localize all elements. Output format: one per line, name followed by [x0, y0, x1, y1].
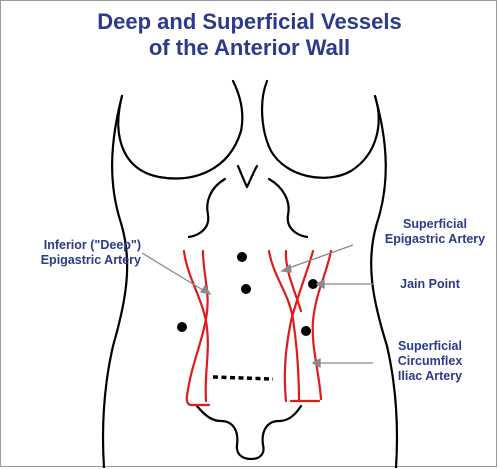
right-rib-line — [269, 179, 307, 237]
label-circumflex-iliac: Superficial Circumflex Iliac Artery — [375, 339, 485, 384]
circumflex-iliac-artery — [313, 251, 331, 399]
incision-line — [213, 377, 273, 379]
label-superficial-epigastric-line-1: Superficial — [375, 217, 495, 232]
label-jain-point: Jain Point — [375, 277, 485, 292]
label-circumflex-line-1: Superficial — [375, 339, 485, 354]
xiphoid-line — [238, 166, 257, 187]
pointer-inferior — [142, 253, 206, 292]
pointer-superficial-epigastric — [286, 245, 353, 269]
pointer-lines — [142, 245, 373, 367]
label-inferior-epigastric: Inferior ("Deep") Epigastric Artery — [9, 238, 141, 268]
port-dot-upper-mid — [237, 252, 247, 262]
left-rib-line — [189, 179, 225, 237]
pelvic-line — [197, 406, 301, 459]
label-inferior-line-1: Inferior ("Deep") — [9, 238, 141, 253]
torso-outline — [103, 81, 397, 468]
port-dot-mid — [241, 284, 251, 294]
label-superficial-epigastric-line-2: Epigastric Artery — [375, 232, 495, 247]
label-jain-point-text: Jain Point — [375, 277, 485, 292]
label-circumflex-line-3: Iliac Artery — [375, 369, 485, 384]
label-superficial-epigastric: Superficial Epigastric Artery — [375, 217, 495, 247]
label-circumflex-line-2: Circumflex — [375, 354, 485, 369]
right-breast-outline — [262, 81, 379, 178]
label-inferior-line-2: Epigastric Artery — [9, 253, 141, 268]
pointer-inferior-arrowhead — [201, 286, 210, 294]
port-dot-right-lower — [301, 326, 311, 336]
left-breast-outline — [118, 81, 242, 178]
port-dot-left — [177, 322, 187, 332]
